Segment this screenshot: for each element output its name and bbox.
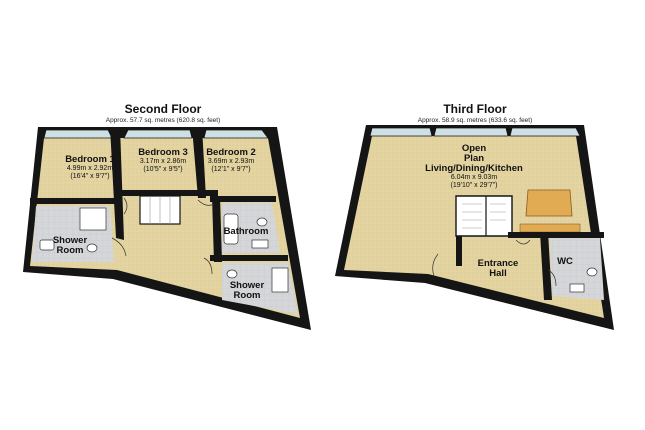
room-open-plan: Open Plan Living/Dining/Kitchen 6.04m x … — [418, 144, 530, 190]
room-dim-imperial: (10'5" x 9'5") — [143, 166, 183, 173]
room-bedroom-1: Bedroom 1 4.99m x 2.92m (16'4" x 9'7") — [55, 155, 125, 181]
third-floor-title: Third Floor — [443, 102, 507, 116]
second-floor-stairs — [139, 195, 181, 225]
third-floor-area: Approx. 58.9 sq. metres (633.6 sq. feet) — [417, 117, 533, 124]
second-floor-title: Second Floor — [124, 102, 202, 116]
room-dim-metric: 4.99m x 2.92m — [66, 165, 114, 172]
room-bedroom-3: Bedroom 3 3.17m x 2.86m (10'5" x 9'5") — [128, 148, 198, 174]
room-shower-room-left: Shower Room — [45, 236, 95, 256]
room-name: Bedroom 2 — [206, 147, 256, 158]
third-floor-stairs — [455, 195, 513, 237]
room-wc: WC — [552, 257, 578, 267]
room-dim-imperial: (16'4" x 9'7") — [70, 173, 110, 180]
second-floor-fixtures — [39, 207, 289, 293]
kitchen-counter — [519, 223, 581, 233]
room-dim-metric: 3.17m x 2.86m — [139, 158, 187, 165]
room-name: Bathroom — [223, 226, 269, 237]
room-name: WC — [557, 256, 573, 267]
room-entrance-hall: Entrance Hall — [470, 259, 526, 279]
third-floor-doors — [432, 239, 557, 287]
room-name: Shower Room — [229, 280, 265, 301]
room-name: Bedroom 1 — [65, 154, 115, 165]
third-floor-partitions — [456, 232, 604, 300]
second-floor-windows — [43, 129, 269, 139]
second-floor-area: Approx. 57.7 sq. metres (620.8 sq. feet) — [105, 117, 221, 124]
room-bathroom: Bathroom — [216, 227, 276, 237]
room-shower-room-right: Shower Room — [222, 281, 272, 301]
third-floor-plan — [335, 125, 614, 330]
room-dim-imperial: (12'1" x 9'7") — [211, 166, 251, 173]
room-bedroom-2: Bedroom 2 3.69m x 2.93m (12'1" x 9'7") — [196, 148, 266, 174]
kitchen-island — [525, 189, 573, 217]
second-floor-partitions — [30, 127, 288, 262]
third-floor-windows — [369, 127, 581, 137]
second-floor-doors — [111, 197, 215, 275]
room-name: Open Plan Living/Dining/Kitchen — [425, 143, 523, 174]
wc-fixtures — [569, 267, 598, 293]
room-dim-metric: 6.04m x 9.03m — [450, 174, 498, 181]
room-dim-imperial: (19'10" x 29'7") — [450, 182, 498, 189]
wc-floor — [550, 238, 604, 300]
second-floor-plan — [23, 127, 311, 330]
room-name: Bedroom 3 — [138, 147, 188, 158]
room-name: Entrance Hall — [477, 258, 519, 279]
room-dim-metric: 3.69m x 2.93m — [207, 158, 255, 165]
room-name: Shower Room — [52, 235, 88, 256]
